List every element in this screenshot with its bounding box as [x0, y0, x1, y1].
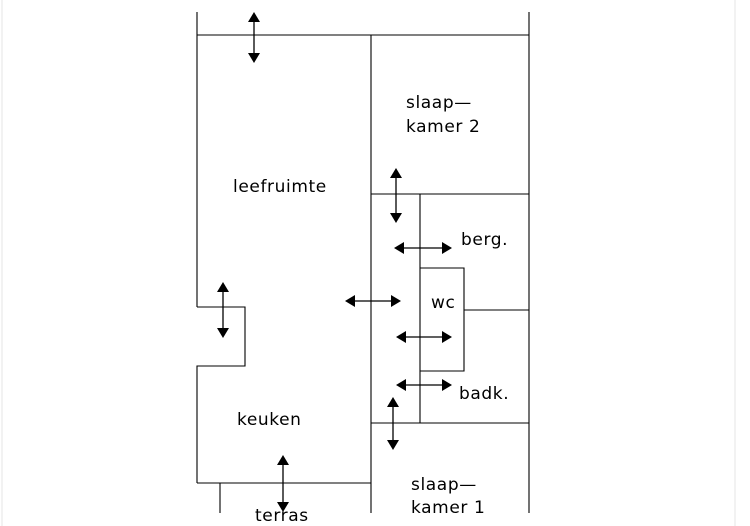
label-berg: berg.	[461, 230, 508, 250]
wall-left-notch	[196, 306, 246, 483]
label-slaapkamer2-line1: slaap—	[406, 93, 472, 113]
label-slaapkamer2-line2: kamer 2	[406, 117, 480, 137]
door-arrow-wc	[396, 331, 452, 343]
door-arrow-berg	[394, 242, 452, 254]
door-arrow-badk	[396, 379, 452, 391]
label-slaapkamer1-line1: slaap—	[411, 475, 477, 495]
walls	[196, 12, 530, 513]
wall-wc	[420, 267, 465, 372]
label-wc: wc	[431, 293, 455, 313]
label-terras: terras	[255, 506, 309, 526]
door-arrow-terras	[277, 455, 289, 512]
room-labels: leefruimte slaap— kamer 2 berg. wc badk.…	[233, 93, 509, 526]
door-arrow-living-hall	[345, 295, 401, 307]
label-keuken: keuken	[237, 410, 302, 430]
label-leefruimte: leefruimte	[233, 177, 327, 197]
door-arrow-entrance	[248, 12, 260, 63]
label-slaapkamer1-line2: kamer 1	[411, 498, 485, 518]
door-arrow-slaapkamer2	[390, 168, 402, 223]
label-badk: badk.	[459, 384, 509, 404]
door-arrow-notch	[217, 282, 229, 338]
door-arrows	[217, 12, 452, 512]
door-arrow-slaapkamer1	[387, 397, 399, 450]
